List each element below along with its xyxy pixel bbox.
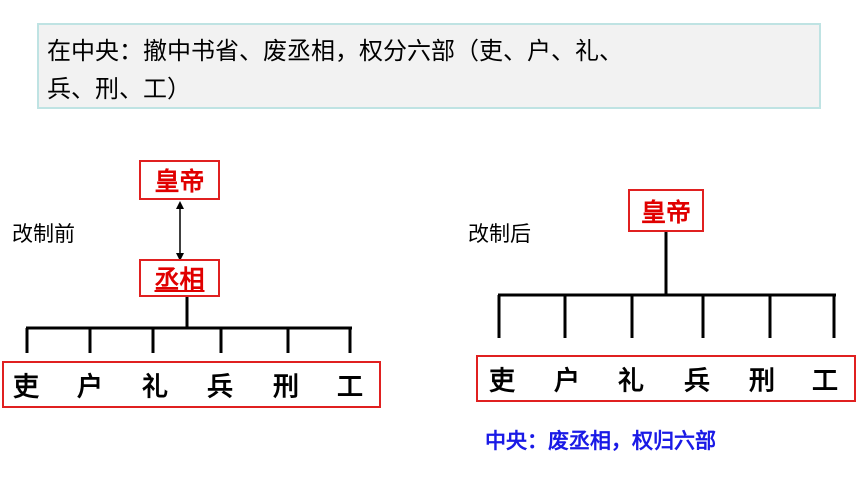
- before-ministry-gong: 工: [336, 372, 364, 402]
- before-ministry-li2: 礼: [141, 372, 169, 402]
- summary-line-1: 在中央：撤中书省、废丞相，权分六部（吏、户、礼、: [47, 37, 623, 65]
- after-emperor-box: 皇帝: [628, 189, 704, 232]
- summary-line-2: 兵、刑、工）: [47, 75, 191, 103]
- after-ministry-xing: 刑: [748, 366, 776, 396]
- footer-caption: 中央：废丞相，权归六部: [485, 429, 716, 453]
- after-ministry-li2: 礼: [617, 366, 645, 396]
- after-ministry-li: 吏: [488, 366, 516, 396]
- after-label: 改制后: [468, 222, 531, 246]
- before-emperor-text: 皇帝: [154, 167, 205, 196]
- after-ministry-hu: 户: [553, 366, 581, 396]
- before-emperor-box: 皇帝: [139, 160, 220, 200]
- chancellor-box: 丞相: [139, 259, 220, 297]
- before-ministry-li: 吏: [12, 372, 40, 402]
- arrow-head-down: [176, 253, 184, 261]
- arrow-head-up: [176, 201, 184, 209]
- after-ministry-bing: 兵: [683, 366, 711, 396]
- before-ministries-row: 吏 户 礼 兵 刑 工: [2, 361, 381, 408]
- before-ministry-bing: 兵: [206, 372, 234, 402]
- before-ministry-hu: 户: [76, 372, 104, 402]
- before-label: 改制前: [12, 222, 75, 246]
- after-emperor-text: 皇帝: [640, 197, 691, 227]
- before-ministry-xing: 刑: [272, 372, 300, 402]
- after-ministry-gong: 工: [811, 366, 839, 396]
- summary-box: 在中央：撤中书省、废丞相，权分六部（吏、户、礼、 兵、刑、工）: [37, 23, 821, 109]
- after-ministries-row: 吏 户 礼 兵 刑 工: [476, 355, 856, 402]
- chancellor-text: 丞相: [154, 265, 205, 294]
